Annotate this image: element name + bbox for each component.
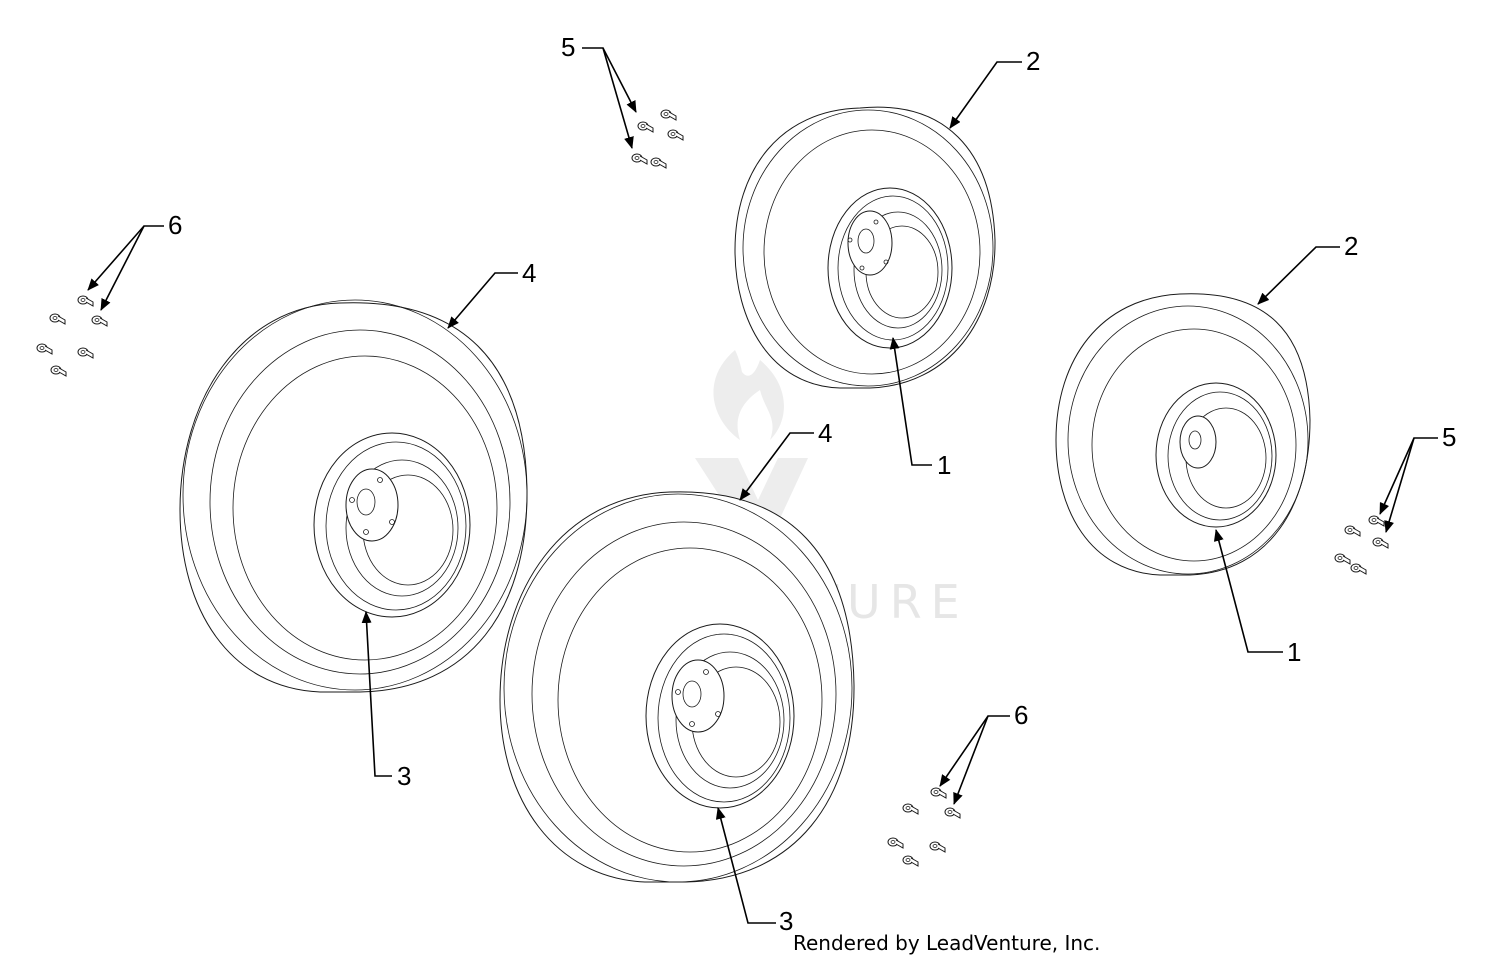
watermark-v-icon bbox=[695, 458, 808, 540]
wheel-left bbox=[179, 299, 528, 693]
callout-2-right: 2 bbox=[1344, 231, 1358, 261]
callout-1-right: 1 bbox=[1287, 637, 1301, 667]
callout-5-right: 5 bbox=[1442, 422, 1456, 452]
bolt-group-5-right bbox=[1334, 515, 1389, 575]
bolt-group-6-bottom bbox=[887, 787, 961, 867]
callout-1-top: 1 bbox=[937, 450, 951, 480]
callout-6-left: 6 bbox=[168, 210, 182, 240]
callout-5-top: 5 bbox=[561, 32, 575, 62]
callout-2-top: 2 bbox=[1026, 46, 1040, 76]
bolt-group-5-top bbox=[631, 109, 684, 169]
callout-6-bottom: 6 bbox=[1014, 700, 1028, 730]
callout-4-left: 4 bbox=[522, 258, 536, 288]
watermark-flame-icon bbox=[713, 350, 784, 440]
bolt-group-6-left bbox=[36, 295, 108, 377]
callout-3-left: 3 bbox=[397, 761, 411, 791]
callout-4-center: 4 bbox=[818, 418, 832, 448]
callout-3-center: 3 bbox=[779, 906, 793, 936]
render-credit: Rendered by LeadVenture, Inc. bbox=[793, 931, 1100, 955]
wheel-top bbox=[734, 106, 996, 389]
wheel-right bbox=[1055, 293, 1311, 576]
leader-lines bbox=[87, 47, 1438, 924]
wheel-center bbox=[499, 491, 855, 883]
